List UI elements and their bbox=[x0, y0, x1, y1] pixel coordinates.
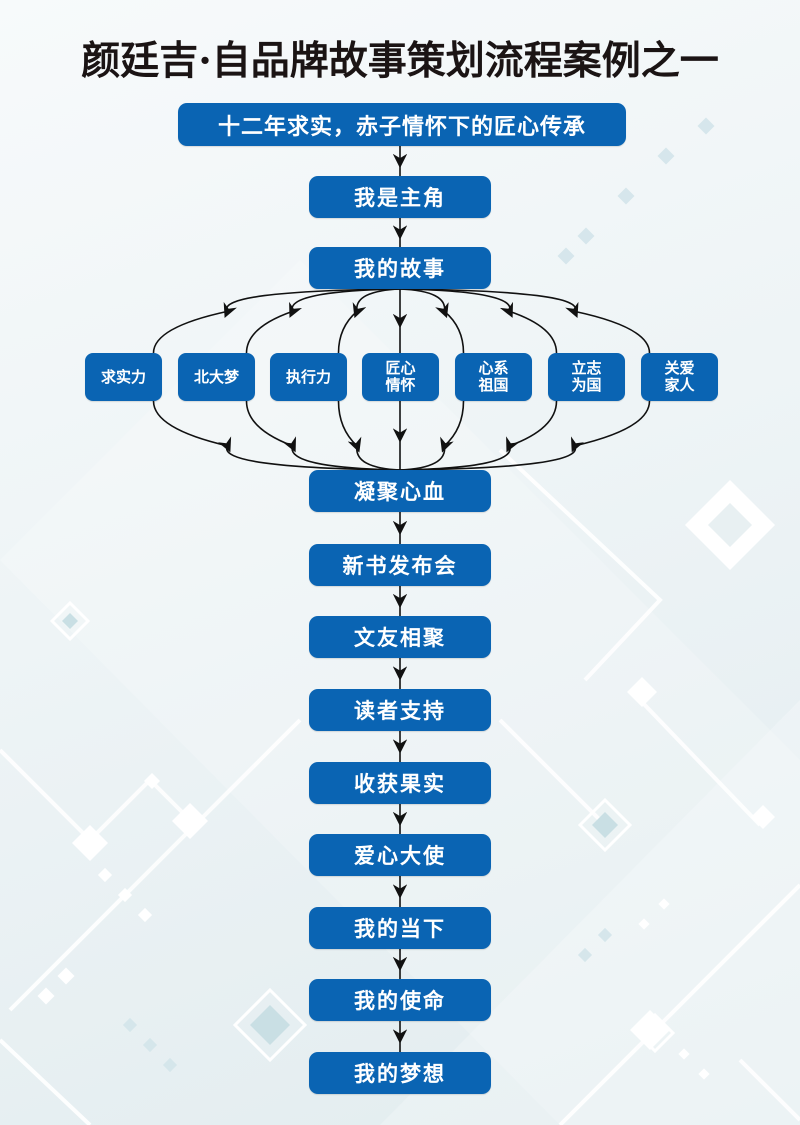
node-lower-7: 我的使命 bbox=[309, 979, 491, 1021]
node-label: 凝聚心血 bbox=[354, 480, 446, 504]
branch-node-serve-country: 立志 为国 bbox=[548, 353, 625, 401]
curve-story-to-branch-4 bbox=[399, 288, 465, 354]
node-label: 我是主角 bbox=[354, 186, 446, 210]
curve-branch-to-lower-4 bbox=[399, 400, 465, 471]
node-label: 读者支持 bbox=[354, 699, 446, 723]
node-label: 我的故事 bbox=[354, 257, 446, 281]
node-my-story: 我的故事 bbox=[309, 247, 491, 289]
branch-node-family: 关爱 家人 bbox=[641, 353, 718, 401]
node-label: 我的使命 bbox=[354, 989, 446, 1013]
node-lower-5: 爱心大使 bbox=[309, 834, 491, 876]
node-label: 求实力 bbox=[100, 367, 146, 386]
node-label: 我的当下 bbox=[354, 917, 446, 941]
node-lower-8: 我的梦想 bbox=[309, 1052, 491, 1094]
curve-story-to-branch-2 bbox=[337, 288, 401, 354]
branch-node-pku-dream: 北大梦 bbox=[178, 353, 255, 401]
curve-branch-to-lower-2 bbox=[337, 400, 401, 471]
branch-node-execution: 执行力 bbox=[270, 353, 347, 401]
curve-story-to-branch-1 bbox=[245, 288, 401, 354]
node-label: 爱心大使 bbox=[354, 844, 446, 868]
branch-node-strength: 求实力 bbox=[85, 353, 162, 401]
node-label: 十二年求实，赤子情怀下的匠心传承 bbox=[217, 114, 586, 140]
node-lower-2: 文友相聚 bbox=[309, 616, 491, 658]
curve-branch-to-lower-0 bbox=[152, 400, 401, 471]
branch-node-craftsmanship: 匠心 情怀 bbox=[362, 353, 439, 401]
node-label: 立志 为国 bbox=[571, 359, 602, 394]
curve-branch-to-lower-1 bbox=[245, 400, 401, 471]
branch-node-homeland: 心系 祖国 bbox=[455, 353, 532, 401]
curve-branch-to-lower-6 bbox=[399, 400, 651, 471]
node-lower-6: 我的当下 bbox=[309, 907, 491, 949]
curve-story-to-branch-0 bbox=[152, 288, 401, 354]
node-lower-0: 凝聚心血 bbox=[309, 470, 491, 512]
node-label: 匠心 情怀 bbox=[385, 359, 416, 394]
node-label: 执行力 bbox=[285, 367, 331, 386]
node-lower-4: 收获果实 bbox=[309, 762, 491, 804]
curve-story-to-branch-5 bbox=[399, 288, 558, 354]
node-label: 北大梦 bbox=[193, 367, 239, 386]
node-label: 关爱 家人 bbox=[664, 359, 695, 394]
node-label: 新书发布会 bbox=[342, 554, 458, 578]
node-label: 收获果实 bbox=[354, 772, 446, 796]
page-title: 颜廷吉·自品牌故事策划流程案例之一 bbox=[81, 38, 719, 84]
node-protagonist: 我是主角 bbox=[309, 176, 491, 218]
node-label: 文友相聚 bbox=[354, 626, 446, 650]
node-lower-1: 新书发布会 bbox=[309, 544, 491, 586]
node-label: 心系 祖国 bbox=[478, 359, 509, 394]
curve-story-to-branch-6 bbox=[399, 288, 651, 354]
node-lower-3: 读者支持 bbox=[309, 689, 491, 731]
node-top-theme: 十二年求实，赤子情怀下的匠心传承 bbox=[178, 103, 626, 146]
curve-branch-to-lower-5 bbox=[399, 400, 558, 471]
node-label: 我的梦想 bbox=[354, 1062, 446, 1086]
